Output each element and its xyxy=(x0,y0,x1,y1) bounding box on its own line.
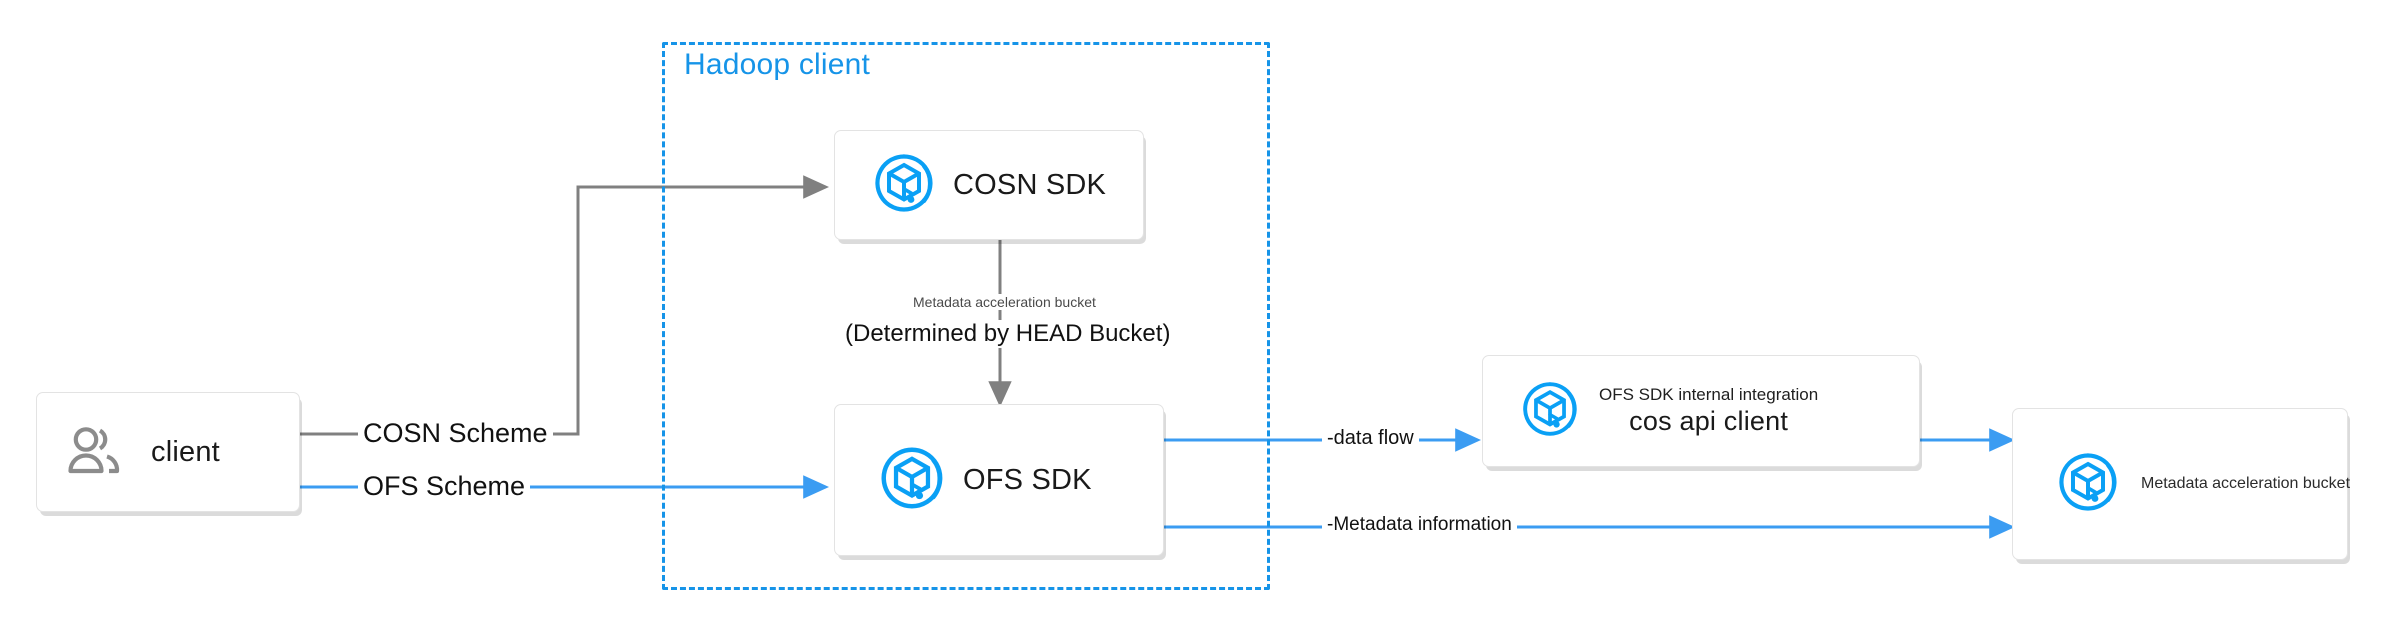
edge-label-data-flow: -data flow xyxy=(1322,427,1419,450)
node-client-label: client xyxy=(151,435,220,468)
cos-cube-icon xyxy=(1521,380,1579,443)
users-icon xyxy=(67,426,129,479)
cos-cube-icon xyxy=(873,152,935,219)
edge-label-determined-by-head-bucket: (Determined by HEAD Bucket) xyxy=(840,320,1176,348)
node-client[interactable]: client xyxy=(36,392,300,512)
edge-label-metadata-information: -Metadata information xyxy=(1322,514,1517,536)
edge-label-metadata-acceleration-bucket: Metadata acceleration bucket xyxy=(908,294,1101,310)
node-metadata-acceleration-bucket-label: Metadata acceleration bucket xyxy=(2141,475,2351,492)
node-cos-api-client[interactable]: OFS SDK internal integration cos api cli… xyxy=(1482,355,1920,467)
hadoop-client-group xyxy=(662,42,1270,590)
node-cos-api-client-subtitle: OFS SDK internal integration xyxy=(1599,385,1819,404)
node-ofs-sdk[interactable]: OFS SDK xyxy=(834,404,1164,556)
cos-cube-icon xyxy=(2057,451,2119,518)
edge-label-cosn-scheme: COSN Scheme xyxy=(358,418,553,449)
node-ofs-sdk-label: OFS SDK xyxy=(963,463,1092,496)
node-cosn-sdk-label: COSN SDK xyxy=(953,168,1107,201)
cos-cube-icon xyxy=(879,445,945,516)
edge-label-ofs-scheme: OFS Scheme xyxy=(358,471,531,502)
node-metadata-acceleration-bucket[interactable]: Metadata acceleration bucket xyxy=(2012,408,2351,560)
node-cos-api-client-label: cos api client xyxy=(1629,406,1789,436)
hadoop-client-group-label: Hadoop client xyxy=(684,48,871,81)
node-cosn-sdk[interactable]: COSN SDK xyxy=(834,130,1144,240)
